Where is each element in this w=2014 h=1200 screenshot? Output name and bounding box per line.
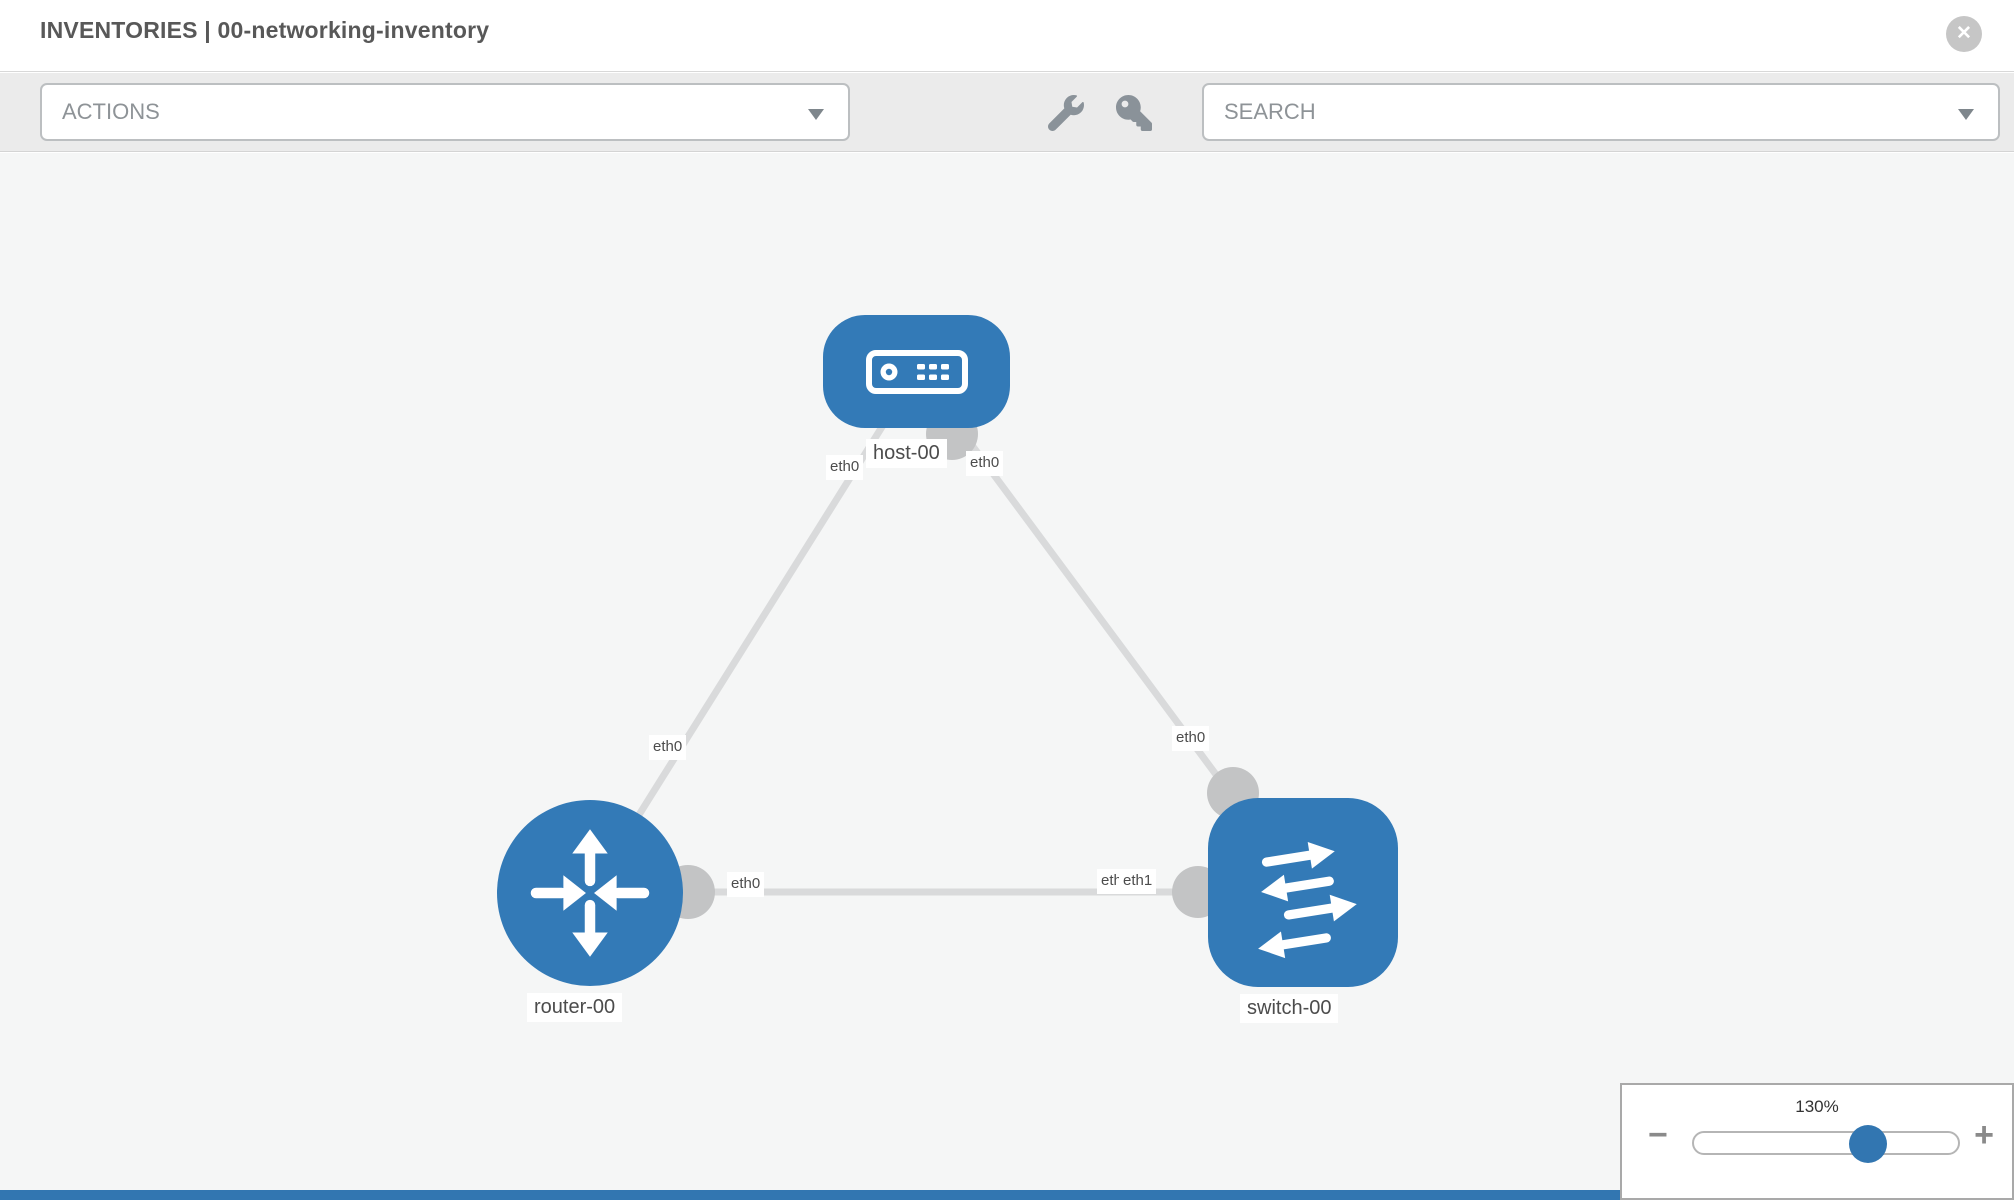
topology-links-layer — [587, 368, 1306, 919]
page-header: INVENTORIES | 00-networking-inventory ✕ — [0, 0, 2014, 72]
tools-button[interactable] — [1047, 95, 1084, 132]
close-icon: ✕ — [1956, 23, 1972, 44]
topology-canvas[interactable]: eth0 host-00 eth0 eth0 eth0 eth0 eth0 et… — [0, 153, 2014, 1200]
node-label-host: host-00 — [866, 439, 947, 468]
chevron-down-icon — [808, 109, 824, 120]
node-label-router: router-00 — [527, 993, 623, 1022]
credentials-button[interactable] — [1116, 95, 1152, 131]
zoom-out-button[interactable]: − — [1648, 1116, 1668, 1154]
node-router-00[interactable] — [497, 800, 683, 986]
router-icon — [530, 829, 650, 957]
footer-strip — [0, 1190, 1620, 1200]
search-dropdown-label: SEARCH — [1224, 99, 1316, 124]
close-button[interactable]: ✕ — [1946, 16, 1982, 52]
search-dropdown[interactable]: SEARCH — [1202, 83, 2000, 141]
iface-label: eth0 — [1172, 726, 1210, 751]
actions-dropdown-label: ACTIONS — [62, 99, 160, 124]
iface-label: eth1 — [1119, 869, 1157, 894]
zoom-slider-track[interactable] — [1692, 1125, 1960, 1163]
zoom-slider-thumb[interactable] — [1849, 1125, 1887, 1163]
zoom-level-label: 130% — [1795, 1097, 1839, 1116]
chevron-down-icon — [1958, 109, 1974, 120]
zoom-panel: 130% − + — [1620, 1083, 2014, 1200]
page-title: INVENTORIES | 00-networking-inventory — [40, 17, 490, 43]
key-icon — [1116, 95, 1152, 131]
node-label-switch: switch-00 — [1240, 994, 1339, 1023]
iface-label: eth0 — [727, 872, 765, 897]
zoom-in-button[interactable]: + — [1974, 1116, 1994, 1154]
iface-label: eth0 — [649, 735, 687, 760]
node-host-00[interactable] — [823, 315, 1010, 428]
wrench-icon — [1047, 95, 1084, 132]
iface-label: eth0 — [966, 451, 1004, 476]
iface-label: eth0 — [826, 455, 864, 480]
switch-icon — [1258, 841, 1357, 958]
node-switch-00[interactable] — [1208, 798, 1398, 987]
toolbar: ACTIONS SEARCH — [0, 73, 2014, 152]
actions-dropdown[interactable]: ACTIONS — [40, 83, 850, 141]
host-icon — [865, 349, 968, 394]
